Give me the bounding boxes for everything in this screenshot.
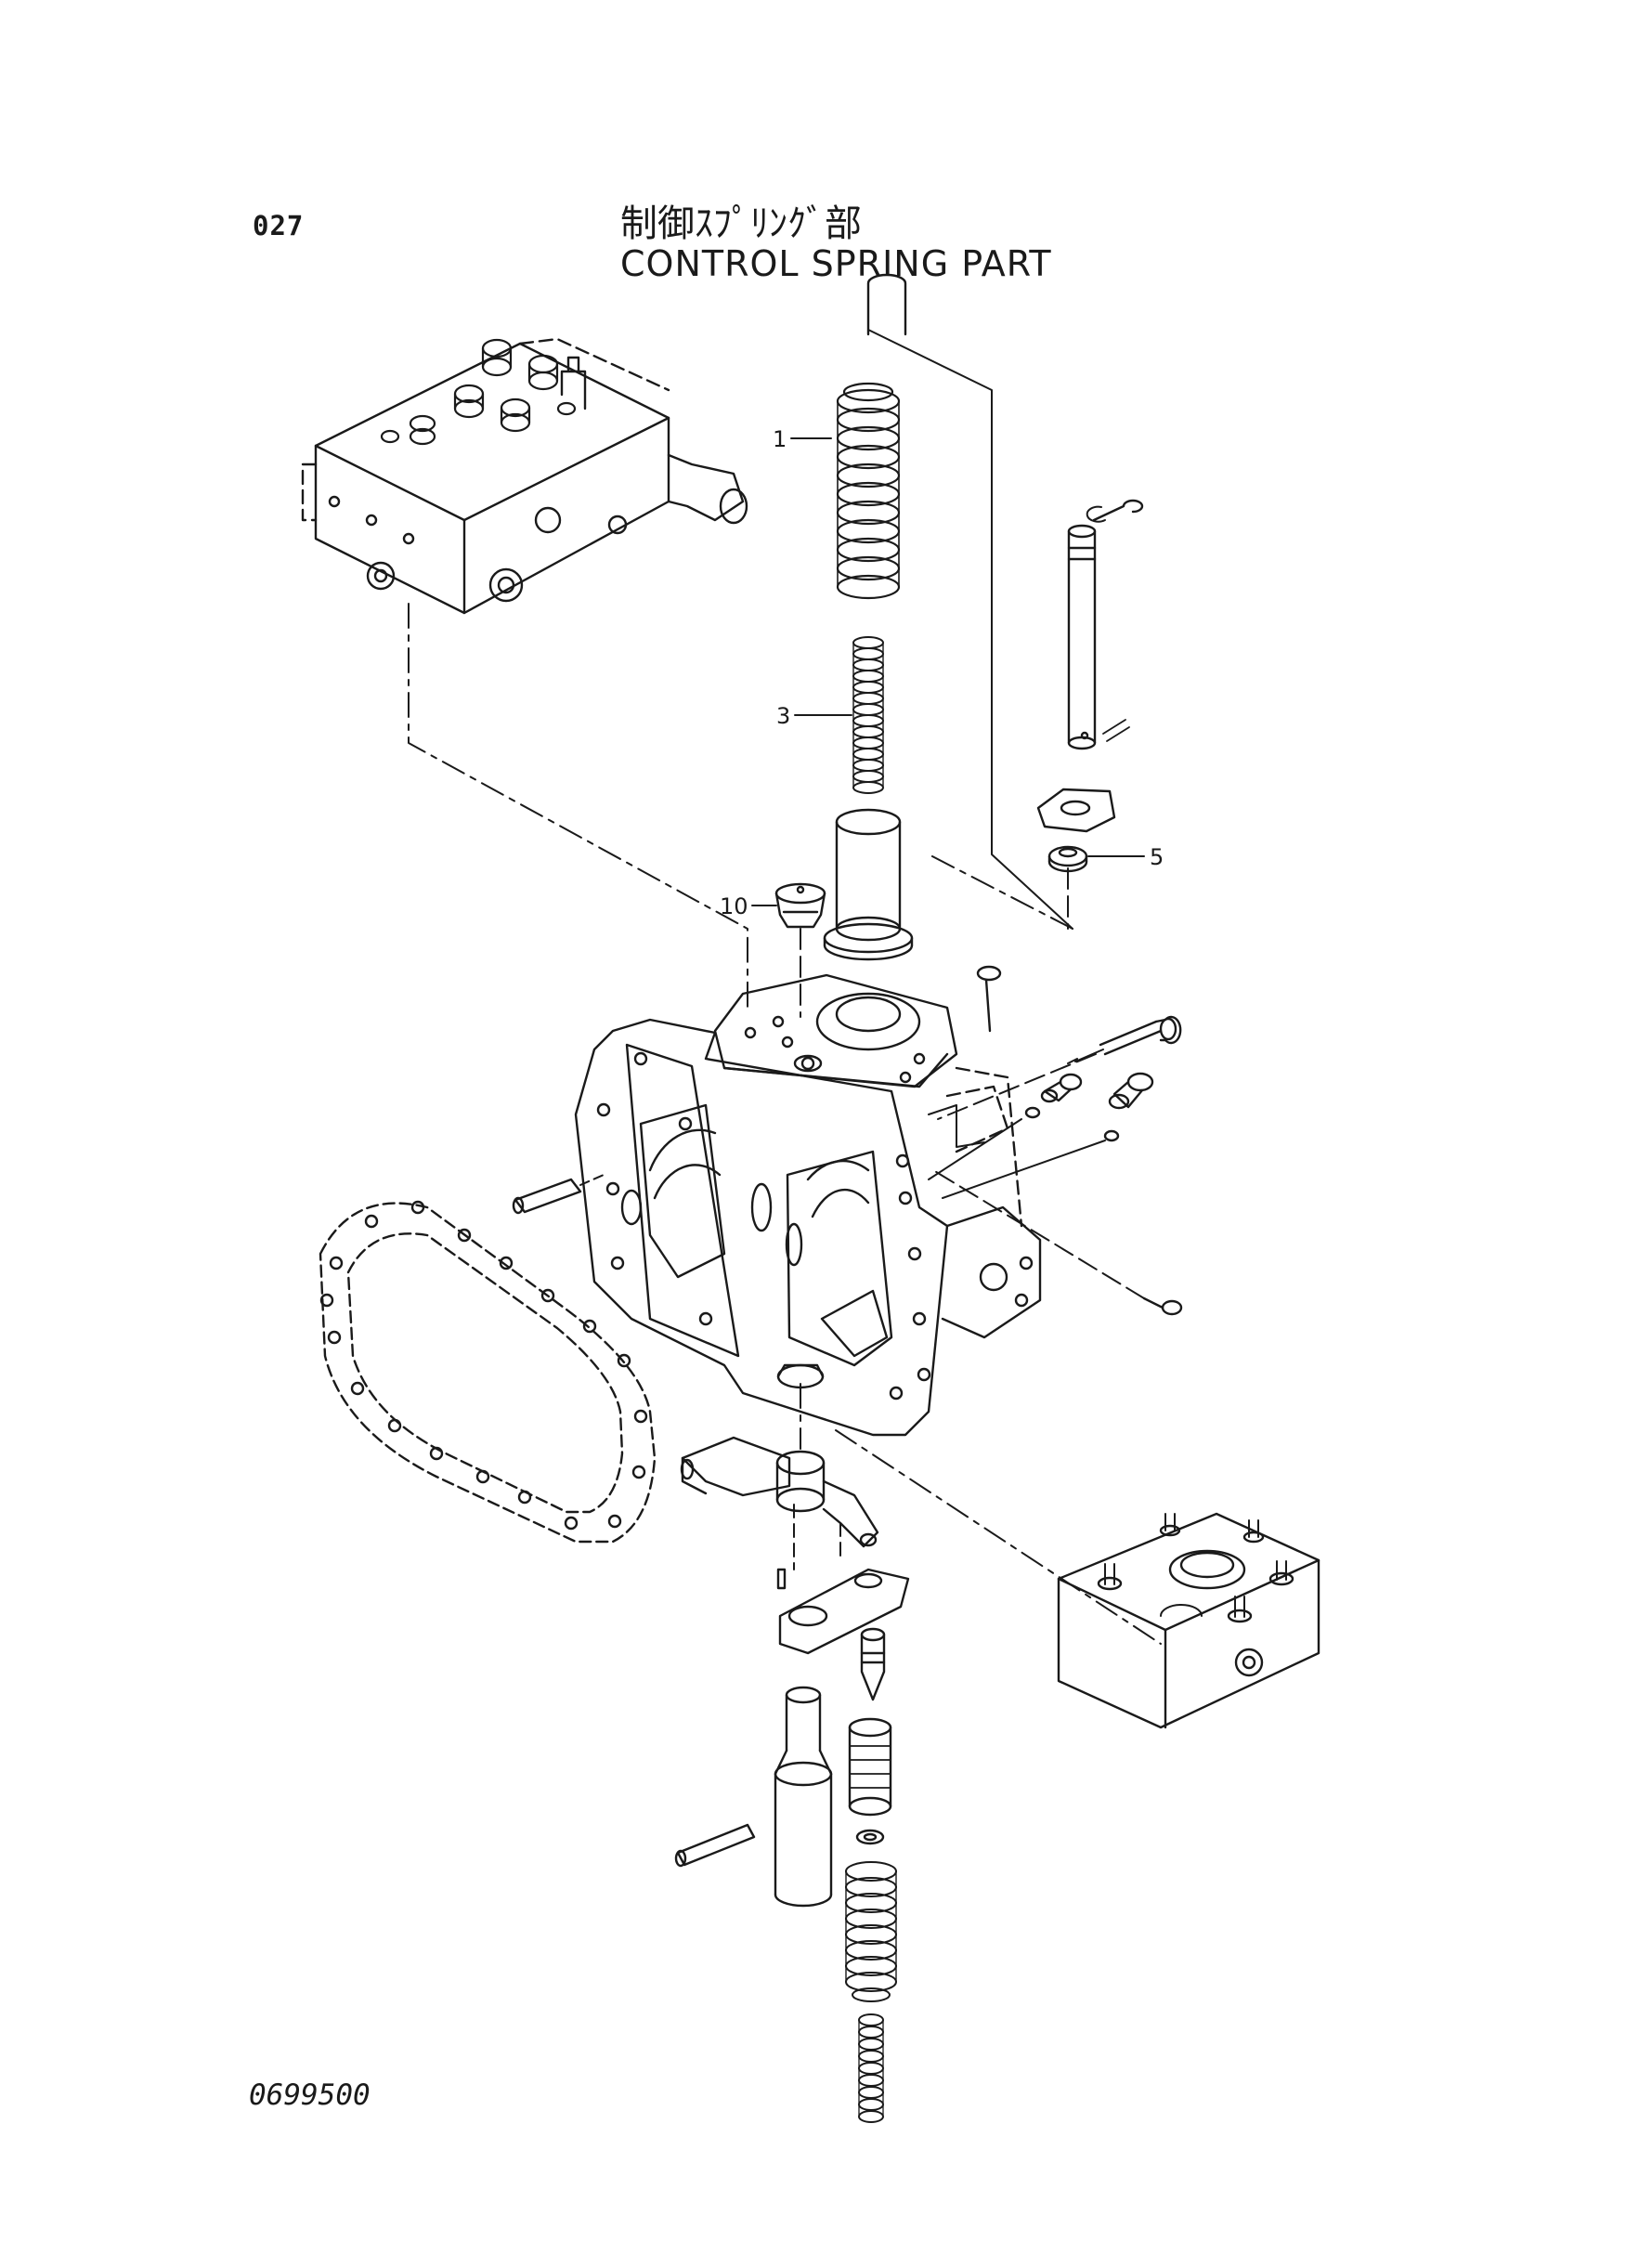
- svg-text:5: 5: [1150, 844, 1164, 870]
- svg-text:3: 3: [776, 703, 790, 729]
- leader-line-pin-to-bore: [928, 853, 1073, 930]
- socket-head-screw: [1067, 1015, 1182, 1064]
- page-number: 027: [253, 210, 305, 241]
- spool-spring: [845, 1861, 897, 2002]
- top-small-screw: [976, 965, 1002, 1033]
- page-title-japanese: 制御ｽﾌﾟﾘﾝｸﾞ部: [620, 202, 862, 245]
- drawing-number: 0699500: [249, 2078, 371, 2112]
- spring-guide-sleeve: [823, 808, 914, 961]
- small-seal-ring: [1024, 1106, 1120, 1142]
- gasket: [319, 1200, 657, 1544]
- pump-housing: [574, 973, 1042, 1437]
- small-plug-a: [1040, 1073, 1083, 1103]
- pin-lower-left: [674, 1823, 756, 1868]
- leader-line-valve-block: [408, 603, 748, 1009]
- set-screw: [1142, 1296, 1183, 1316]
- leader-line-spring-to-pin: [867, 329, 1073, 930]
- link-plate: [776, 1568, 910, 1655]
- leader-line-housing-right: [928, 1104, 985, 1148]
- small-spring: [858, 2013, 884, 2123]
- svg-text:1: 1: [773, 426, 787, 452]
- needle-valve: [860, 1627, 886, 1701]
- callout-5: 5: [1087, 844, 1164, 870]
- dowel-pin-left: [512, 1178, 582, 1215]
- svg-text:10: 10: [720, 893, 748, 919]
- cover-block: [1057, 1512, 1320, 1729]
- callout-10: 10: [720, 893, 777, 919]
- small-plug-b: [1108, 1072, 1154, 1110]
- control-spring-outer: [836, 273, 907, 600]
- retainer-plate: [1036, 788, 1116, 833]
- leader-line-dowel: [579, 1174, 605, 1186]
- control-spring-inner: [852, 636, 884, 794]
- callout-3: 3: [776, 703, 852, 729]
- washer: [1047, 845, 1088, 873]
- servo-piston: [774, 1686, 833, 1908]
- control-lever: [680, 1436, 879, 1548]
- plug: [774, 882, 826, 929]
- spool-body: [848, 1717, 892, 1845]
- page-title: CONTROL SPRING PART: [620, 243, 1052, 284]
- leader-line-screw: [937, 1053, 1097, 1120]
- adjusting-pin: [1067, 499, 1144, 750]
- leader-line-lever: [800, 1383, 1162, 1645]
- leader-line-plugs: [928, 1118, 1106, 1199]
- valve-block: [301, 337, 748, 615]
- leader-line-set-screw: [932, 1169, 1145, 1299]
- callout-1: 1: [773, 426, 832, 452]
